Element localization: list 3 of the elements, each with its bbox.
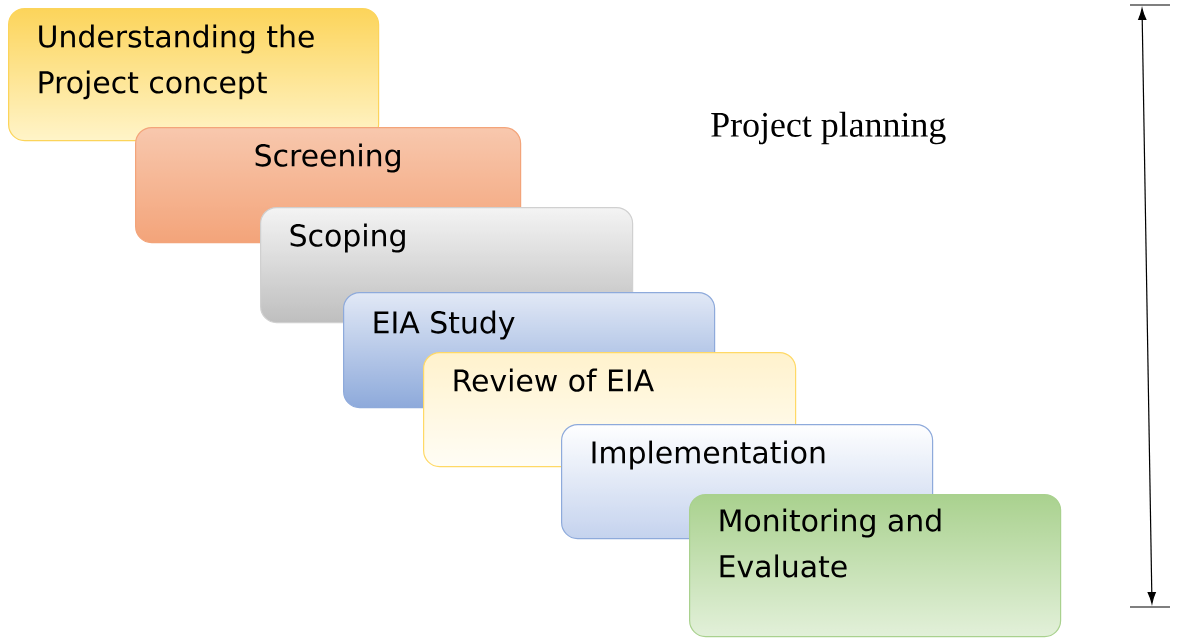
step-box: Understanding the Project concept — [8, 8, 380, 142]
phase-label: Project planning — [711, 111, 946, 145]
step-box: Monitoring and Evaluate — [689, 494, 1062, 638]
